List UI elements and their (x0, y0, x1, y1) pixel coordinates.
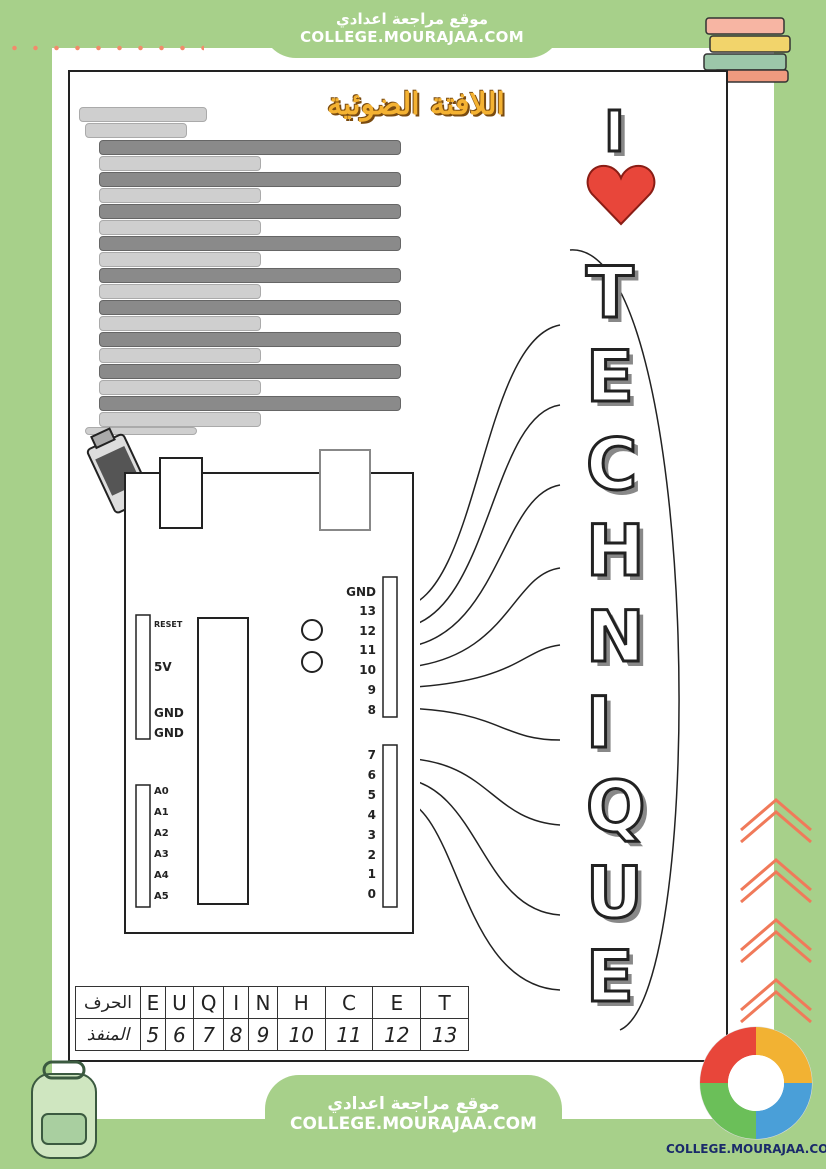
code-block (99, 300, 401, 315)
table-cell: U (164, 986, 195, 1019)
code-block (99, 156, 261, 171)
code-block (99, 140, 401, 155)
table-cell: C (324, 986, 374, 1019)
analog-pin-label: A5 (154, 891, 169, 902)
page-title: اللافتة الضوئية (327, 87, 505, 122)
code-block (99, 172, 401, 187)
code-block (99, 348, 261, 363)
code-blocks (75, 105, 405, 435)
heart-icon (586, 164, 656, 226)
chevron-decor-icon (740, 798, 812, 1024)
power-pin-label: RESET (154, 620, 183, 629)
pin-label-10: 10 (359, 663, 376, 677)
code-block (99, 364, 401, 379)
technique-letter: Q (585, 766, 647, 848)
table-cell: T (420, 986, 469, 1019)
footer-site-arabic: موقع مراجعة اعدادي (327, 1094, 500, 1114)
footer-banner[interactable]: موقع مراجعة اعدادي COLLEGE.MOURAJAA.COM (265, 1075, 562, 1155)
analog-pin-label: A1 (154, 807, 169, 818)
header-site-url[interactable]: COLLEGE.MOURAJAA.COM (300, 28, 524, 46)
row-label-pin: المنفذ (75, 1018, 141, 1051)
table-cell: E (372, 986, 422, 1019)
header-banner[interactable]: موقع مراجعة اعدادي COLLEGE.MOURAJAA.COM (262, 2, 562, 58)
circuit-wires (420, 249, 680, 1031)
table-cell: 5 (140, 1018, 166, 1051)
technique-letter: C (584, 424, 638, 506)
technique-letter: N (585, 596, 647, 678)
pin-label-2: 2 (367, 848, 376, 862)
pin-label-11: 11 (359, 643, 376, 657)
arduino-board (124, 449, 414, 934)
code-block (79, 107, 207, 122)
code-block (99, 220, 261, 235)
letter-pin-table: الحرف E U Q I N H C E T المنفذ 5 6 7 8 9… (75, 986, 469, 1051)
love-i-letter: I (603, 99, 627, 167)
table-cell: 12 (372, 1018, 422, 1051)
code-block (99, 316, 261, 331)
pin-label-1: 1 (367, 867, 376, 881)
table-cell: E (140, 986, 166, 1019)
code-block (99, 396, 401, 411)
pin-label-5: 5 (367, 788, 376, 802)
table-cell: 9 (248, 1018, 278, 1051)
code-block (99, 332, 401, 347)
pin-label-13: 13 (359, 604, 376, 618)
pin-label-7: 7 (367, 748, 376, 762)
code-block (85, 427, 197, 435)
code-block (99, 204, 401, 219)
pin-label-6: 6 (367, 768, 376, 782)
logo-text[interactable]: COLLEGE.MOURAJAA.COM (666, 1142, 826, 1156)
site-logo (699, 1026, 813, 1140)
table-row: المنفذ 5 6 7 8 9 10 11 12 13 (75, 1018, 469, 1051)
technique-letter: H (585, 510, 647, 592)
table-cell: Q (193, 986, 225, 1019)
pin-label-4: 4 (367, 808, 376, 822)
table-cell: 10 (276, 1018, 326, 1051)
code-block (85, 123, 187, 138)
code-block (99, 252, 261, 267)
table-cell: I (223, 986, 250, 1019)
technique-letter: U (585, 852, 645, 934)
pin-label-3: 3 (367, 828, 376, 842)
table-cell: 7 (193, 1018, 225, 1051)
footer-site-url[interactable]: COLLEGE.MOURAJAA.COM (290, 1114, 537, 1134)
technique-letter: E (585, 336, 636, 418)
code-block (99, 188, 261, 203)
pin-label-0: 0 (367, 887, 376, 901)
table-cell: 11 (324, 1018, 374, 1051)
technique-letter: T (585, 252, 636, 334)
table-cell: N (248, 986, 278, 1019)
header-site-arabic: موقع مراجعة اعدادي (336, 10, 488, 28)
backpack-icon (31, 1060, 97, 1159)
analog-pin-label: A0 (154, 786, 169, 797)
pin-label-8: 8 (367, 703, 376, 717)
table-row: الحرف E U Q I N H C E T (75, 986, 469, 1019)
table-cell: 13 (420, 1018, 469, 1051)
code-block (99, 284, 261, 299)
power-pin-label: GND (154, 706, 184, 720)
decorative-dots (4, 45, 204, 51)
code-block (99, 236, 401, 251)
code-block (99, 412, 261, 427)
power-pin-label: GND (154, 726, 184, 740)
technique-letter: I (584, 682, 613, 764)
technique-letter: E (585, 936, 636, 1018)
code-block (99, 380, 261, 395)
table-cell: H (276, 986, 326, 1019)
pin-label-12: 12 (359, 624, 376, 638)
pin-label-gnd: GND (346, 585, 376, 599)
table-cell: 8 (223, 1018, 250, 1051)
row-label-letter: الحرف (75, 986, 141, 1019)
table-cell: 6 (164, 1018, 195, 1051)
power-pin-label: 5V (154, 660, 172, 674)
code-block (99, 268, 401, 283)
pin-label-9: 9 (367, 683, 376, 697)
analog-pin-label: A4 (154, 870, 169, 881)
analog-pin-label: A3 (154, 849, 169, 860)
analog-pin-label: A2 (154, 828, 169, 839)
